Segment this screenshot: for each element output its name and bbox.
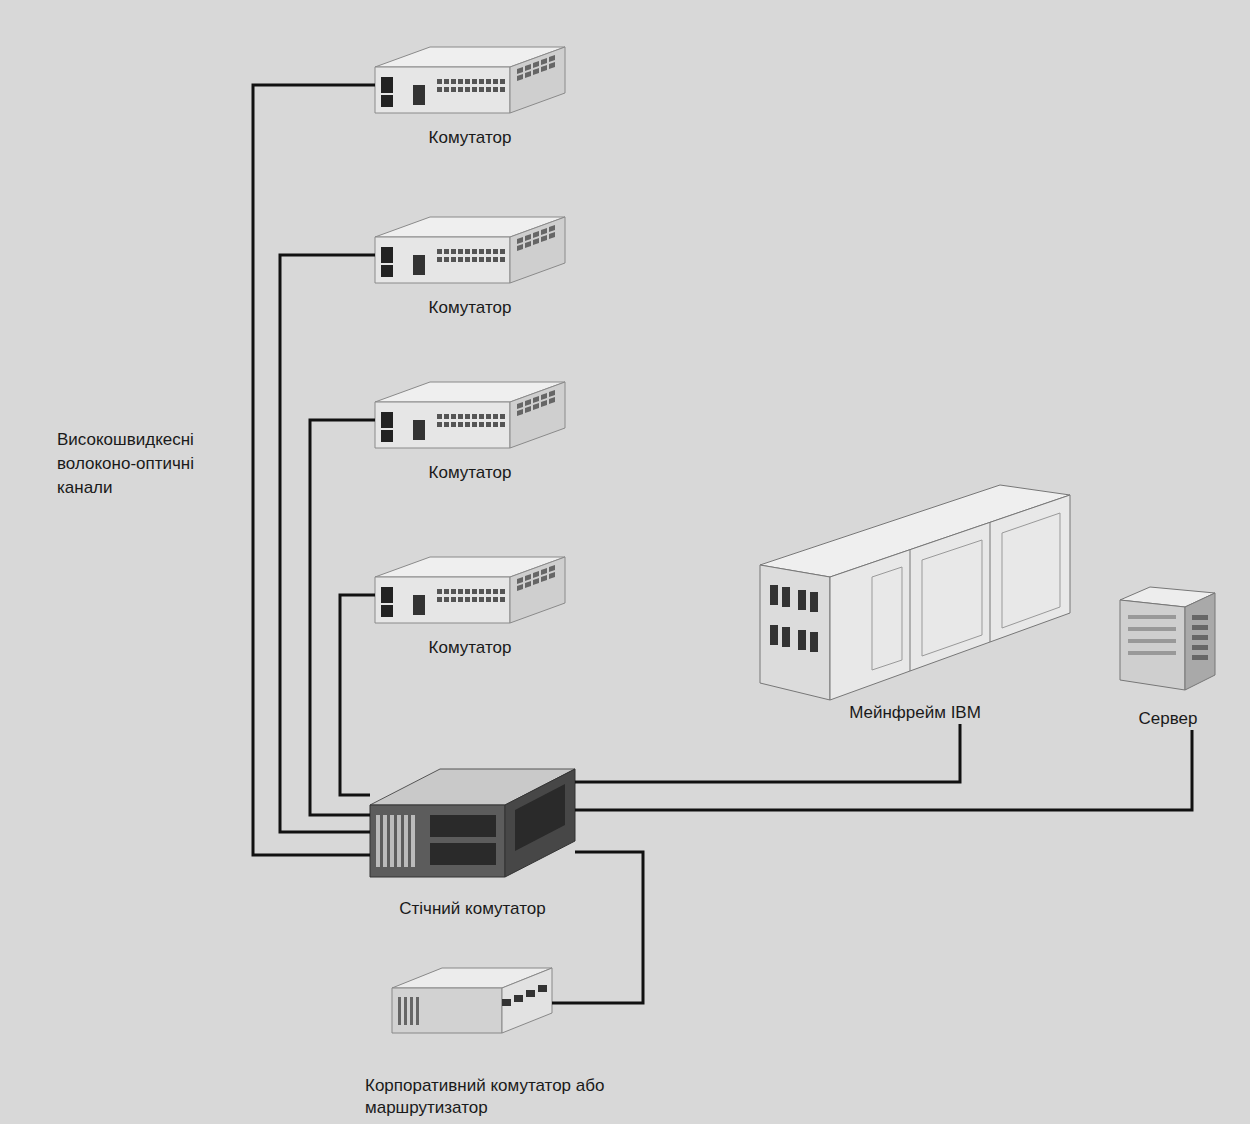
channel-label: Високошвидкесні волоконо-оптичні канали: [57, 428, 222, 500]
stack-switch-icon: [370, 769, 575, 877]
server-node: Сервер: [1113, 585, 1223, 730]
mainframe-icon: [760, 485, 1070, 700]
switch-icon: [375, 217, 565, 283]
switch-node: Комутатор: [375, 45, 565, 149]
device-label: Комутатор: [375, 462, 565, 484]
fiber-link: [575, 730, 1192, 810]
switch-node: Комутатор: [375, 380, 565, 484]
server-icon: [1120, 587, 1215, 690]
device-label: Корпоративний комутатор або маршрутизато…: [365, 1075, 615, 1119]
fiber-link: [310, 420, 375, 815]
device-label: Сервер: [1113, 708, 1223, 730]
stack-switch-node: Стічний комутатор: [370, 765, 575, 920]
fiber-link: [575, 724, 960, 782]
router-icon: [392, 968, 552, 1033]
switch-icon: [375, 557, 565, 623]
device-label: Стічний комутатор: [370, 898, 575, 920]
fiber-link: [253, 85, 375, 855]
fiber-link: [280, 255, 375, 832]
device-label: Мейнфрейм IBM: [760, 702, 1070, 724]
switch-icon: [375, 47, 565, 113]
fiber-link: [552, 852, 643, 1003]
device-label: Комутатор: [375, 127, 565, 149]
mainframe-node: Мейнфрейм IBM: [760, 485, 1070, 724]
switch-icon: [375, 382, 565, 448]
switch-node: Комутатор: [375, 555, 565, 659]
router-node: Корпоративний комутатор або маршрутизато…: [392, 963, 552, 1038]
switch-node: Комутатор: [375, 215, 565, 319]
device-label: Комутатор: [375, 297, 565, 319]
device-label: Комутатор: [375, 637, 565, 659]
fiber-link: [340, 595, 375, 795]
